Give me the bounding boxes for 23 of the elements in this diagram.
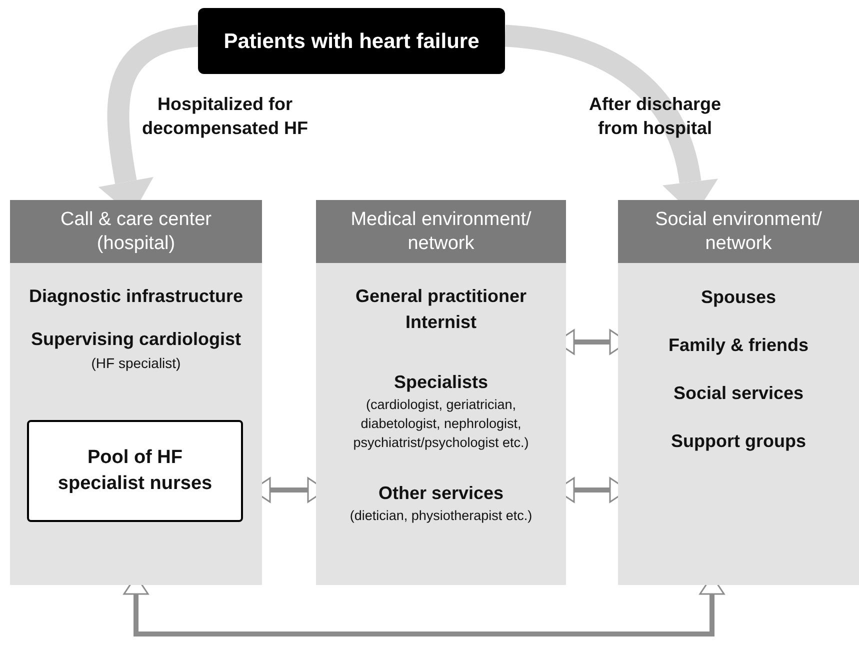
item-text: Family & friends <box>668 334 809 357</box>
column-header: Medical environment/ network <box>316 200 566 263</box>
item-note: (HF specialist) <box>91 354 181 373</box>
item-text: Supervising cardiologist <box>30 328 242 351</box>
item-text: Diagnostic infrastructure <box>28 285 244 308</box>
column-panel <box>10 200 262 585</box>
column-header: Social environment/ network <box>618 200 859 263</box>
item-text: Other services <box>378 482 504 505</box>
item-text: Support groups <box>671 430 806 453</box>
item-text: Internist <box>405 311 476 334</box>
item-note: (cardiologist, geriatrician, diabetologist, nephrologist, psychiatrist/psychologist etc.) <box>352 396 530 452</box>
nurse-pool-box: Pool of HF specialist nurses <box>27 420 243 522</box>
edge-label: Hospitalized for decompensated HF <box>140 93 310 140</box>
column-header: Call & care center (hospital) <box>10 200 262 263</box>
item-text: General practitioner <box>355 285 527 308</box>
column-panel <box>316 200 566 585</box>
item-text: Spouses <box>700 286 776 309</box>
patient-box: Patients with heart failure <box>198 8 505 74</box>
column-panel <box>618 200 859 585</box>
item-text: Specialists <box>394 371 488 394</box>
item-text: Social services <box>673 382 804 405</box>
edge-label: After discharge from hospital <box>588 93 722 140</box>
item-note: (dietician, physiotherapist etc.) <box>350 507 532 525</box>
